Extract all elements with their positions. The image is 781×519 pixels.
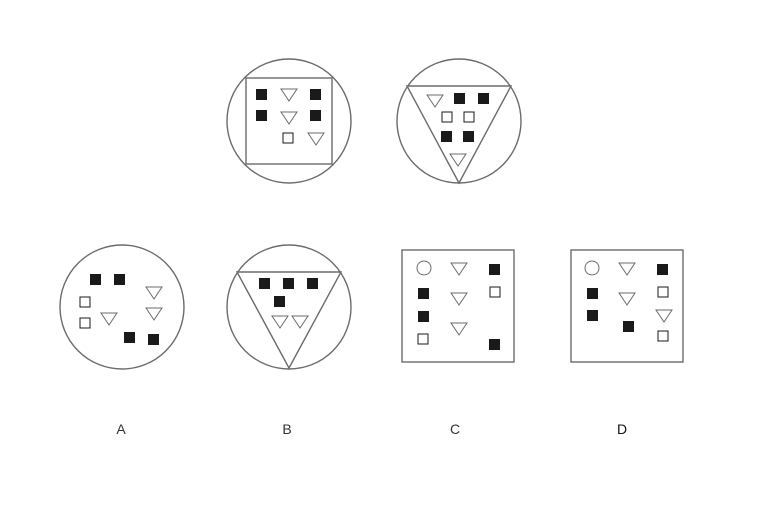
option-d-figure[interactable]: [570, 249, 684, 363]
open-triangle: [450, 292, 468, 306]
figure-outer-circle: [226, 244, 352, 370]
filled-square: [463, 131, 474, 142]
filled-square: [259, 278, 270, 289]
open-triangle: [426, 94, 444, 108]
open-triangle: [618, 292, 636, 306]
filled-square: [441, 131, 452, 142]
filled-square: [310, 89, 321, 100]
open-triangle: [618, 262, 636, 276]
open-triangle: [145, 286, 163, 300]
filled-square: [310, 110, 321, 121]
filled-square: [148, 334, 159, 345]
open-triangle: [100, 312, 118, 326]
filled-square: [587, 288, 598, 299]
filled-square: [124, 332, 135, 343]
filled-square: [256, 110, 267, 121]
figure-inner-square: [245, 77, 333, 165]
filled-square: [283, 278, 294, 289]
open-square: [417, 333, 429, 345]
filled-square: [623, 321, 634, 332]
open-square: [489, 286, 501, 298]
figure-outer-square: [570, 249, 684, 363]
open-triangle: [145, 307, 163, 321]
open-circle: [416, 260, 432, 276]
filled-square: [90, 274, 101, 285]
figure-outer-circle: [59, 244, 185, 370]
filled-square: [114, 274, 125, 285]
filled-square: [657, 264, 668, 275]
open-triangle: [291, 315, 309, 329]
open-triangle: [280, 111, 298, 125]
filled-square: [478, 93, 489, 104]
filled-square: [418, 311, 429, 322]
open-square: [441, 111, 453, 123]
figure-outer-square: [401, 249, 515, 363]
filled-square: [274, 296, 285, 307]
open-circle: [584, 260, 600, 276]
open-triangle: [450, 262, 468, 276]
question-figure-2: [396, 58, 522, 185]
open-square: [657, 286, 669, 298]
question-figure-1: [226, 58, 352, 184]
open-square: [79, 296, 91, 308]
open-triangle: [450, 322, 468, 336]
option-a-figure[interactable]: [59, 244, 185, 370]
open-triangle: [449, 153, 467, 167]
figure-outer-circle: [226, 58, 352, 184]
filled-square: [256, 89, 267, 100]
open-square: [282, 132, 294, 144]
option-c-label[interactable]: C: [450, 421, 460, 437]
open-square: [79, 317, 91, 329]
open-square: [463, 111, 475, 123]
filled-square: [587, 310, 598, 321]
filled-square: [454, 93, 465, 104]
filled-square: [307, 278, 318, 289]
open-triangle: [655, 309, 673, 323]
open-triangle: [271, 315, 289, 329]
figure-inner-triangle: [405, 85, 513, 185]
figure-inner-triangle: [235, 271, 343, 370]
open-square: [657, 330, 669, 342]
filled-square: [489, 264, 500, 275]
open-triangle: [280, 88, 298, 102]
option-d-label[interactable]: D: [617, 421, 627, 437]
filled-square: [489, 339, 500, 350]
open-triangle: [307, 132, 325, 146]
filled-square: [418, 288, 429, 299]
option-c-figure[interactable]: [401, 249, 515, 363]
option-a-label[interactable]: A: [116, 421, 126, 437]
option-b-figure[interactable]: [226, 244, 352, 370]
option-b-label[interactable]: B: [282, 421, 291, 437]
